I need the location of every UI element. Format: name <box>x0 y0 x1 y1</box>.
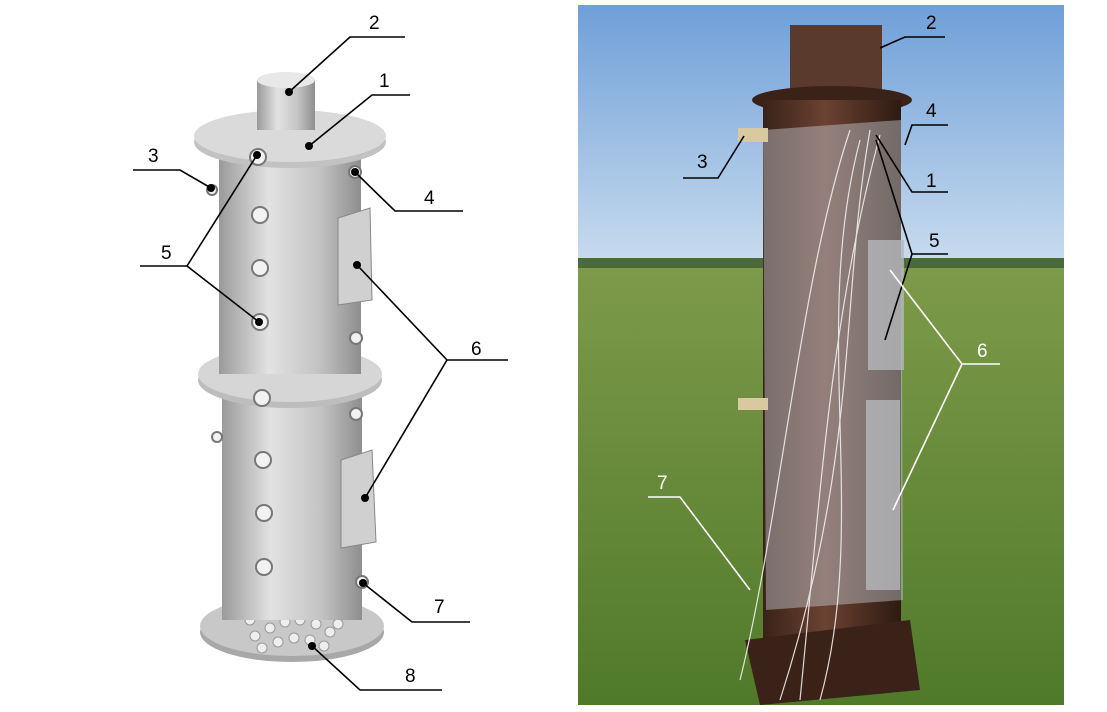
left-leaders <box>133 36 508 691</box>
left-label-3: 3 <box>148 146 159 167</box>
column-photo <box>578 5 1064 705</box>
left-label-1: 1 <box>379 71 390 92</box>
right-label-4: 4 <box>926 101 937 122</box>
right-label-6: 6 <box>977 341 988 362</box>
right-label-3: 3 <box>697 152 708 173</box>
left-label-2: 2 <box>369 13 380 34</box>
left-label-7: 7 <box>434 597 445 618</box>
right-label-7: 7 <box>657 473 668 494</box>
column-3d-model <box>194 72 386 662</box>
right-label-2: 2 <box>926 13 937 34</box>
right-label-5: 5 <box>929 231 940 252</box>
right-leaders <box>648 36 1000 591</box>
left-label-5: 5 <box>161 243 172 264</box>
left-label-6: 6 <box>471 339 482 360</box>
left-label-8: 8 <box>405 666 416 687</box>
left-label-4: 4 <box>424 188 435 209</box>
right-label-1: 1 <box>926 171 937 192</box>
